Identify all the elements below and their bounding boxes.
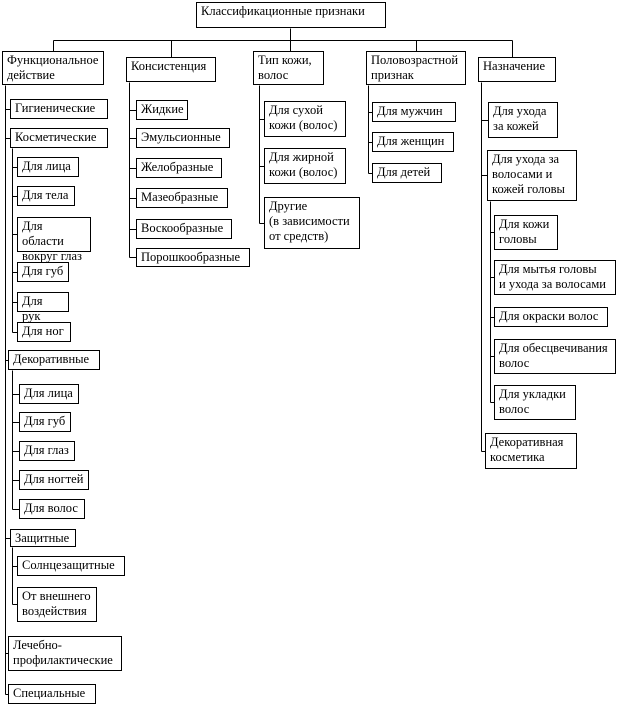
item-hair-styling: Для укладки волос xyxy=(494,385,576,420)
item-skin-care: Для ухода за кожей xyxy=(488,102,558,138)
item-decorative-eyes: Для глаз xyxy=(19,441,75,461)
group-sex-age: Половозрастной признак xyxy=(366,51,466,85)
item-decorative: Декоративные xyxy=(8,350,100,370)
item-women: Для женщин xyxy=(372,132,454,152)
item-cosmetic-face: Для лица xyxy=(17,157,79,177)
item-cosmetic-feet: Для ног xyxy=(17,322,71,342)
item-emulsion: Эмульсионные xyxy=(136,128,230,148)
group-consistency: Консистенция xyxy=(126,57,216,82)
item-cosmetic-body: Для тела xyxy=(17,186,75,206)
item-powder: Порошкообразные xyxy=(136,248,250,267)
group-skin-hair-type: Тип кожи, волос xyxy=(253,51,324,85)
item-cosmetic-lips: Для губ xyxy=(17,262,69,282)
item-decorative-face: Для лица xyxy=(19,384,79,404)
item-decorative-nails: Для ногтей xyxy=(19,470,89,490)
item-environmental-protection: От внешнего воздействия xyxy=(17,587,97,622)
item-liquid: Жидкие xyxy=(136,100,188,120)
item-cosmetic-hands: Для рук xyxy=(17,292,69,323)
item-cosmetic: Косметические xyxy=(10,128,108,148)
item-sunscreen: Солнцезащитные xyxy=(17,556,125,576)
item-other: Другие (в зависимости от средств) xyxy=(264,197,360,249)
item-therapeutic: Лечебно- профилактические xyxy=(8,636,122,671)
item-cosmetic-eye-area: Для области вокруг глаз xyxy=(17,217,91,263)
group-purpose: Назначение xyxy=(478,57,556,82)
group-functional-action: Функциональное действие xyxy=(2,51,104,85)
item-decorative-cosmetics: Декоративная косметика xyxy=(485,433,577,469)
item-wax: Воскообразные xyxy=(136,219,232,239)
item-decorative-hair: Для волос xyxy=(19,499,85,519)
item-gel: Желобразные xyxy=(136,158,222,178)
item-decorative-lips: Для губ xyxy=(19,412,71,432)
item-protective: Защитные xyxy=(10,529,76,547)
item-hair-coloring: Для окраски волос xyxy=(494,307,608,327)
item-scalp: Для кожи головы xyxy=(494,215,558,250)
item-men: Для мужчин xyxy=(372,102,456,122)
item-children: Для детей xyxy=(372,163,442,183)
item-oily: Для жирной кожи (волос) xyxy=(264,148,346,184)
item-hair-washing: Для мытья головы и ухода за волосами xyxy=(494,260,616,295)
item-ointment: Мазеобразные xyxy=(136,188,228,208)
item-hair-bleaching: Для обесцвечивания волос xyxy=(494,339,616,374)
root-node: Классификационные признаки xyxy=(196,2,386,28)
item-hygienic: Гигиенические xyxy=(10,99,108,119)
item-dry: Для сухой кожи (волос) xyxy=(264,101,346,137)
item-hair-scalp-care: Для ухода за волосами и кожей головы xyxy=(487,150,577,201)
item-special: Специальные xyxy=(8,684,96,704)
